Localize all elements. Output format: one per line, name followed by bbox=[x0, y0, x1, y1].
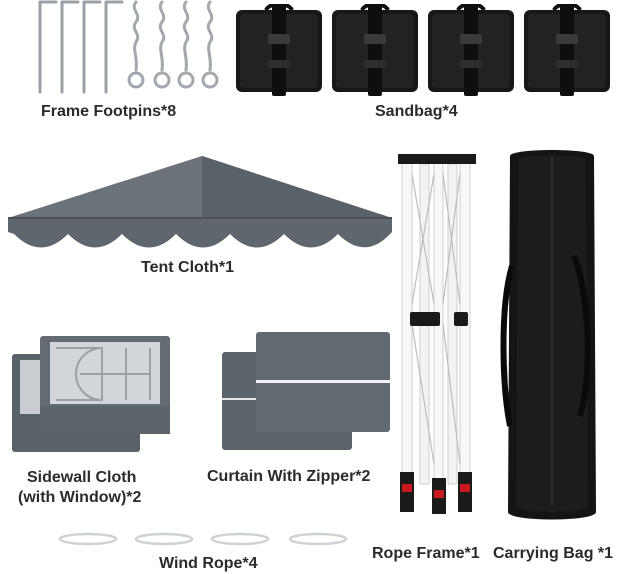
footpins-group bbox=[34, 0, 224, 96]
footpins-label: Frame Footpins*8 bbox=[41, 103, 177, 120]
curtain-illustration bbox=[222, 332, 390, 450]
wind-rope-group bbox=[56, 528, 356, 550]
carrying-bag-illustration bbox=[500, 150, 596, 520]
carrying-bag-group bbox=[500, 146, 604, 526]
tent-cloth-group bbox=[2, 154, 398, 254]
rope-frame-label: Rope Frame*1 bbox=[372, 545, 480, 562]
rope-frame-illustration bbox=[398, 154, 476, 514]
sandbag-label: Sandbag*4 bbox=[375, 103, 458, 120]
rope-frame-group bbox=[396, 154, 478, 520]
curtain-label: Curtain With Zipper*2 bbox=[207, 468, 371, 485]
tent-cloth-label: Tent Cloth*1 bbox=[141, 259, 235, 276]
footpins-illustration bbox=[38, 0, 219, 94]
wind-rope-label: Wind Rope*4 bbox=[159, 555, 258, 572]
curtain-group bbox=[220, 332, 392, 454]
tent-cloth-illustration bbox=[8, 156, 392, 248]
sidewall-label-line1: Sidewall Cloth bbox=[27, 469, 137, 486]
sidewall-illustration bbox=[12, 336, 170, 452]
sidewall-group bbox=[10, 334, 172, 456]
sidewall-label-line2: (with Window)*2 bbox=[18, 489, 142, 506]
carrying-bag-label: Carrying Bag *1 bbox=[493, 545, 614, 562]
sandbags-group bbox=[234, 4, 614, 96]
wind-rope-illustration bbox=[58, 532, 348, 546]
sandbags-illustration bbox=[234, 4, 612, 96]
